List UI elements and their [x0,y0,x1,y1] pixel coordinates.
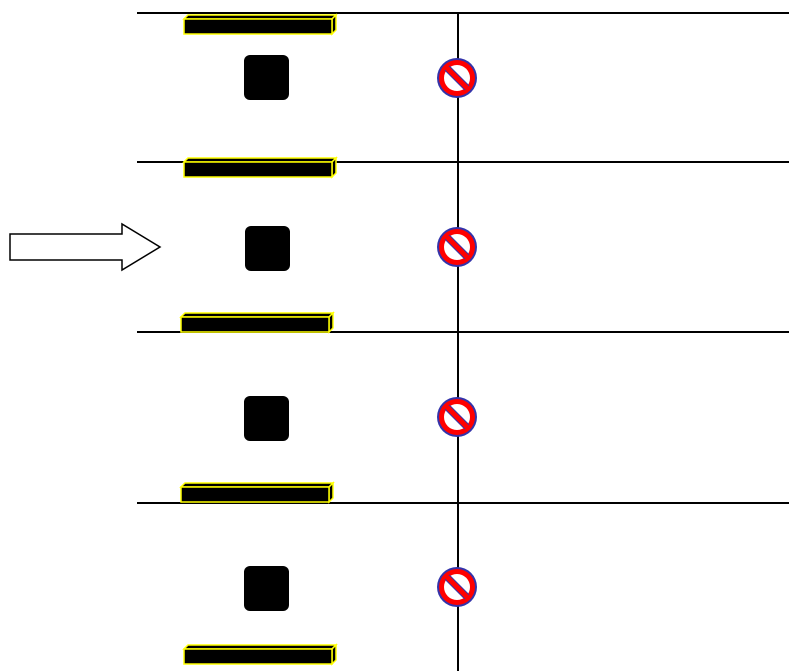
filled-square [244,566,289,611]
filled-square [244,55,289,100]
bar-3d [183,157,337,178]
filled-square [244,396,289,441]
bar-3d [183,14,337,35]
bar-3d [180,482,334,503]
bar-3d [180,312,334,333]
bar-3d [183,644,337,665]
filled-square [245,226,290,271]
prohibited-icon [437,58,477,98]
prohibited-icon [437,567,477,607]
prohibited-icon [437,227,477,267]
arrow-right-icon [9,222,162,272]
prohibited-icon [437,397,477,437]
